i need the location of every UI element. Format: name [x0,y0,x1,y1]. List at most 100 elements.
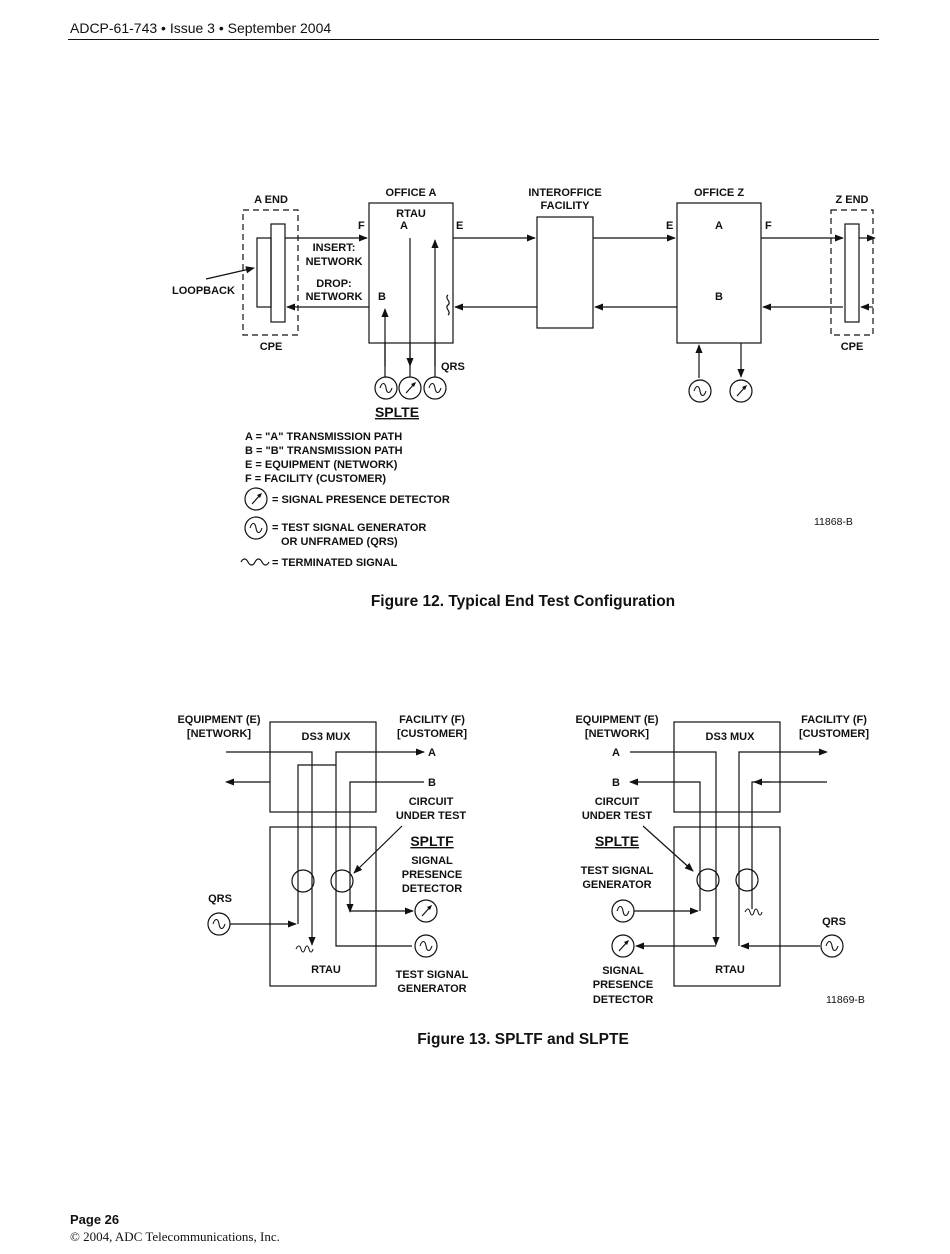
legend-a: A = "A" TRANSMISSION PATH [245,431,402,443]
header-rule [68,39,879,40]
customer-label: [CUSTOMER] [799,728,869,740]
under-test-label: UNDER TEST [396,810,467,822]
insert-network-label: NETWORK [306,256,363,268]
cpe-inner-a [270,223,286,323]
path-b-label: B [428,777,436,789]
figure-13-spltf [225,721,425,987]
office-z-label: OFFICE Z [694,187,744,199]
rtau-label: RTAU [715,964,745,976]
path-b-label: B [715,291,723,303]
detector-label: DETECTOR [402,883,462,895]
splte-label: SPLTE [375,404,419,420]
path-b-label: B [612,777,620,789]
interoffice-label: INTEROFFICE [528,187,601,199]
legend-generator-icon [244,516,268,540]
legend-detector: = SIGNAL PRESENCE DETECTOR [272,494,450,506]
signal-generator-icon [374,376,398,400]
test-signal-label: TEST SIGNAL [581,865,654,877]
cpe-z [844,223,860,323]
legend-b: B = "B" TRANSMISSION PATH [245,445,403,457]
legend-generator: = TEST SIGNAL GENERATOR [272,522,426,534]
terminated-signal-icon [744,908,763,916]
path-b-label: B [378,291,386,303]
signal-detector-icon [398,376,422,400]
ds3-mux-box [269,721,377,813]
signal-label: SIGNAL [411,855,453,867]
circuit-label: CIRCUIT [409,796,454,808]
path-a-label: A [715,220,723,232]
presence-label: PRESENCE [402,869,463,881]
test-signal-generator-icon [611,899,635,923]
terminated-signal-icon [295,945,314,953]
qrs-generator-icon [423,376,447,400]
office-a-label: OFFICE A [386,187,437,199]
circuit-label: CIRCUIT [595,796,640,808]
page-number: Page 26 [70,1212,120,1227]
detector-label: DETECTOR [593,994,653,1006]
qrs-label: QRS [822,916,846,928]
equipment-label: EQUIPMENT (E) [575,714,658,726]
network-label: [NETWORK] [585,728,649,740]
cpe-z-label: CPE [841,341,864,353]
loopback-label: LOOPBACK [172,285,235,297]
legend-terminated: = TERMINATED SIGNAL [272,557,398,569]
presence-label: PRESENCE [593,979,654,991]
drop-label: DROP: [316,278,351,290]
legend-generator-qrs: OR UNFRAMED (QRS) [281,536,398,548]
port-e-label: E [456,220,463,232]
splte-label: SPLTE [595,833,639,849]
copyright: © 2004, ADC Telecommunications, Inc. [70,1229,280,1244]
rtau-box [269,826,377,987]
signal-label: SIGNAL [602,965,644,977]
spltf-label: SPLTF [410,833,454,849]
signal-generator-icon [688,379,712,403]
path-a-label: A [428,747,436,759]
drop-network-label: NETWORK [306,291,363,303]
cpe-outer-a [256,237,272,308]
z-end-box [830,209,874,336]
ds3-mux-box [673,721,781,813]
generator-label: GENERATOR [582,879,651,891]
generator-label: GENERATOR [397,983,466,995]
network-label: [NETWORK] [187,728,251,740]
figure-12 [205,202,876,566]
insert-label: INSERT: [313,242,356,254]
path-a-label: A [612,747,620,759]
office-a-box [368,202,454,344]
signal-detector-icon [611,934,635,958]
facility-label: FACILITY (F) [801,714,867,726]
rtau-box [673,826,781,987]
qrs-generator-icon [820,934,844,958]
facility-label: FACILITY [541,200,591,212]
signal-detector-icon [414,899,438,923]
figure-13-splte [629,721,828,987]
qrs-label: QRS [441,361,465,373]
figure-13-caption: Figure 13. SPLTF and SLPTE [417,1031,629,1048]
under-test-label: UNDER TEST [582,810,653,822]
signal-detector-icon [729,379,753,403]
figure-id: 11868-B [814,516,853,528]
facility-label: FACILITY (F) [399,714,465,726]
cpe-a-label: CPE [260,341,283,353]
path-a-label: A [400,220,408,232]
test-signal-generator-icon [414,934,438,958]
port-f-label: F [358,220,365,232]
figure-id: 11869-B [826,994,865,1006]
customer-label: [CUSTOMER] [397,728,467,740]
legend-f: F = FACILITY (CUSTOMER) [245,473,386,485]
a-end-label: A END [254,194,288,206]
qrs-generator-icon [207,912,231,936]
qrs-label: QRS [208,893,232,905]
z-end-label: Z END [836,194,869,206]
figure-12-caption: Figure 12. Typical End Test Configuratio… [371,593,675,610]
ds3-mux-label: DS3 MUX [302,731,352,743]
legend-detector-icon [244,487,268,511]
port-e-label: E [666,220,673,232]
equipment-label: EQUIPMENT (E) [177,714,260,726]
ds3-mux-label: DS3 MUX [706,731,756,743]
running-header: ADCP-61-743 • Issue 3 • September 2004 [70,20,332,36]
rtau-label: RTAU [396,208,426,220]
interoffice-box [536,216,594,329]
test-signal-label: TEST SIGNAL [396,969,469,981]
